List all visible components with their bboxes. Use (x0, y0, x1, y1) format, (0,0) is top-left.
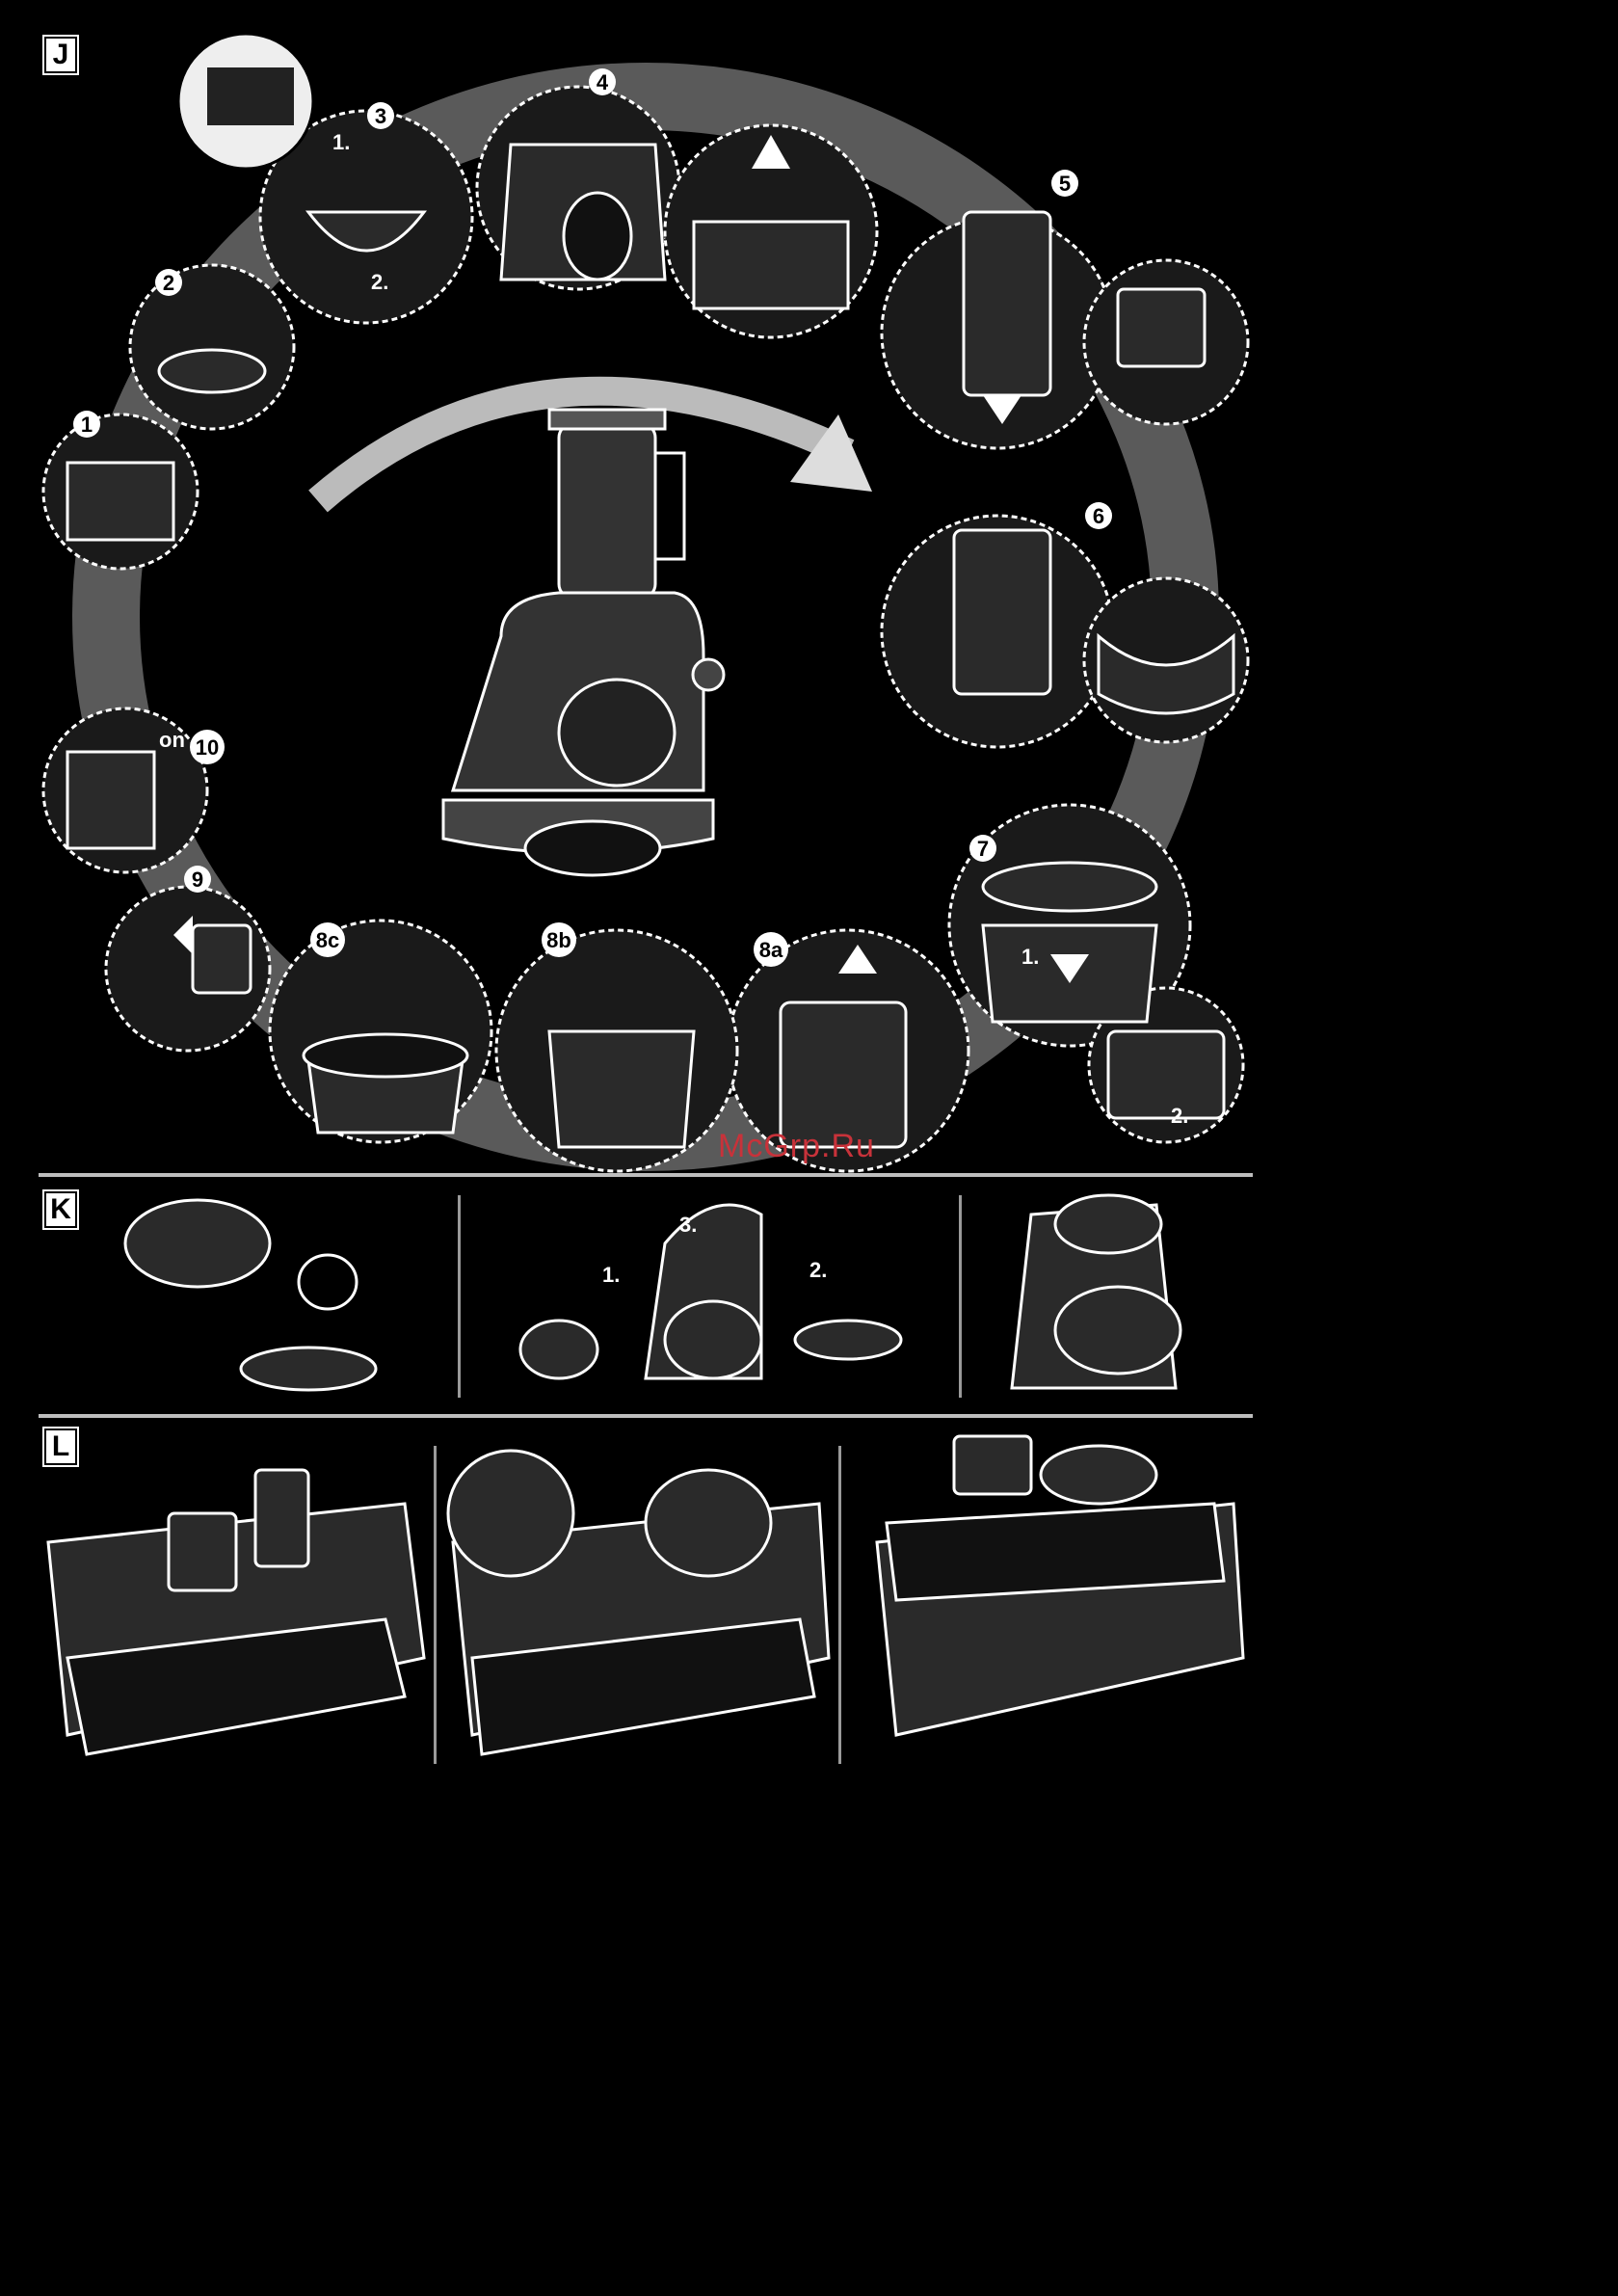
step-6-jug (954, 530, 1050, 694)
l-zoom-2 (448, 1451, 573, 1576)
step-7-label: 7 (977, 837, 989, 861)
step-7-lid (983, 863, 1156, 911)
section-j-badge: J (44, 37, 77, 73)
section-l-badge: L (44, 1428, 77, 1465)
divider-j-k (39, 1173, 1253, 1177)
j-step7-sub1: 1. (1021, 945, 1039, 969)
k-step2: 2. (809, 1258, 827, 1282)
step-2-label: 2 (163, 271, 174, 295)
j-step7-sub2: 2. (1171, 1104, 1188, 1128)
k-vdivider-2 (959, 1195, 962, 1398)
step-4b-illustration (694, 222, 848, 308)
j-step3-sub2: 2. (371, 270, 388, 294)
watermark: McGrp.Ru (718, 1128, 875, 1165)
section-k-badge: K (44, 1191, 77, 1228)
k-step1: 1. (602, 1263, 620, 1287)
step-4-label: 4 (597, 70, 609, 94)
k-assembled-bowl (1055, 1287, 1180, 1374)
k-bag-illustration (125, 1200, 270, 1287)
l-juicer-3 (954, 1436, 1031, 1494)
step-8b-bowl (549, 1031, 694, 1147)
l-mixer-1 (169, 1513, 236, 1590)
step-5-label: 5 (1059, 172, 1071, 196)
k-bowl-center (665, 1301, 761, 1378)
step-4a-dial (564, 193, 631, 280)
step-5b-jug (1118, 289, 1205, 366)
step-9-socket (193, 925, 251, 993)
divider-k-l (39, 1414, 1253, 1418)
j-step10-on: on (159, 728, 185, 752)
step-9-label: 9 (192, 868, 203, 892)
l-vdivider-1 (434, 1446, 437, 1764)
step-1-illustration (67, 463, 173, 540)
step-10-label: 10 (196, 735, 219, 760)
k-vdivider-1 (458, 1195, 461, 1398)
step-8a-jug (781, 1002, 906, 1147)
step-5-jug (964, 212, 1050, 395)
l-blender-1 (255, 1470, 308, 1566)
step-8b-label: 8b (546, 928, 571, 952)
step-2-illustration (159, 350, 265, 392)
step-0-appliance (207, 67, 294, 125)
step-1-label: 1 (81, 413, 93, 437)
step-2-circle (130, 265, 294, 429)
k-whisk-illustration (299, 1255, 357, 1309)
l-bowl-3 (1041, 1446, 1156, 1504)
j-step3-sub1: 1. (332, 130, 350, 154)
step-6-label: 6 (1093, 504, 1104, 528)
k-assembled-top (1055, 1195, 1161, 1253)
step-3-label: 3 (375, 104, 386, 128)
k-discs-illustration (241, 1348, 376, 1390)
k-bowl-left (520, 1321, 597, 1378)
step-7b-illustration (1108, 1031, 1224, 1118)
step-8a-label: 8a (759, 938, 783, 962)
l-bowl-2 (646, 1470, 771, 1576)
step-8c-label: 8c (316, 928, 339, 952)
k-lid-right (795, 1321, 901, 1359)
center-appliance-illustration (443, 410, 724, 875)
k-step3: 3. (679, 1213, 697, 1237)
step-8c-lid (304, 1034, 467, 1077)
l-vdivider-2 (838, 1446, 841, 1764)
step-10-illustration (67, 752, 154, 848)
